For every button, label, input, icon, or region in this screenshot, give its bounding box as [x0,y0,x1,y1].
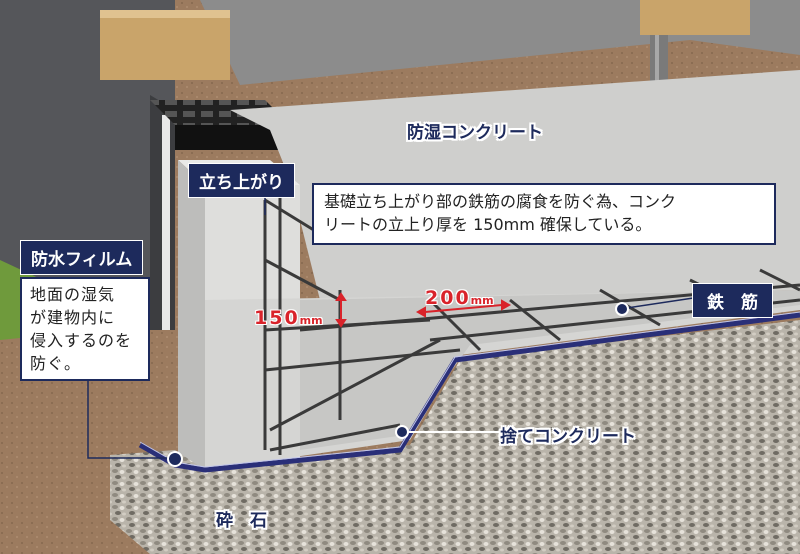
rebar-marker [615,302,629,316]
dimension-200-arrow [415,299,512,318]
lean-concrete-marker [395,425,409,439]
dimension-150-label: 150mm [254,307,323,329]
moisture-concrete-label: 防湿コンクリート [407,123,543,143]
film-desc-line-4: 防ぐ。 [30,354,82,373]
film-desc-line-1: 地面の湿気 [30,285,116,304]
rebar-leader [619,296,701,310]
dimension-150-value: 150 [254,307,300,329]
rise-wall-front [178,160,205,470]
dimension-200-label: 200mm [425,287,494,309]
rise-description: 基礎立ち上がり部の鉄筋の腐食を防ぐ為、コンク リートの立上り厚を 150mm 確… [312,183,776,245]
rise-desc-line-2: リートの立上り厚を 150mm 確保している。 [324,215,652,234]
dimension-200-unit: mm [470,294,494,307]
film-desc-line-2: が建物内に [30,308,116,327]
rise-desc-line-1: 基礎立ち上がり部の鉄筋の腐食を防ぐ為、コンク [324,192,677,211]
film-description: 地面の湿気 が建物内に 侵入するのを 防ぐ。 [20,277,150,381]
wood-beam-left [100,10,230,80]
film-leader [87,380,172,459]
waterproof-film-label: 防水フィルム [20,240,144,275]
rebar-label: 鉄 筋 [692,283,773,318]
dimension-150-unit: mm [299,314,323,327]
gravel-bed [110,320,800,554]
film-desc-line-3: 侵入するのを [30,331,133,350]
dimension-200-value: 200 [425,287,471,309]
dimension-150-arrow [335,292,347,328]
wood-beam-right [640,0,750,35]
gravel-label: 砕 石 [216,511,267,531]
rise-label: 立ち上がり [188,163,295,198]
film-marker [167,451,183,467]
lean-concrete-label: 捨てコンクリート [500,427,636,447]
